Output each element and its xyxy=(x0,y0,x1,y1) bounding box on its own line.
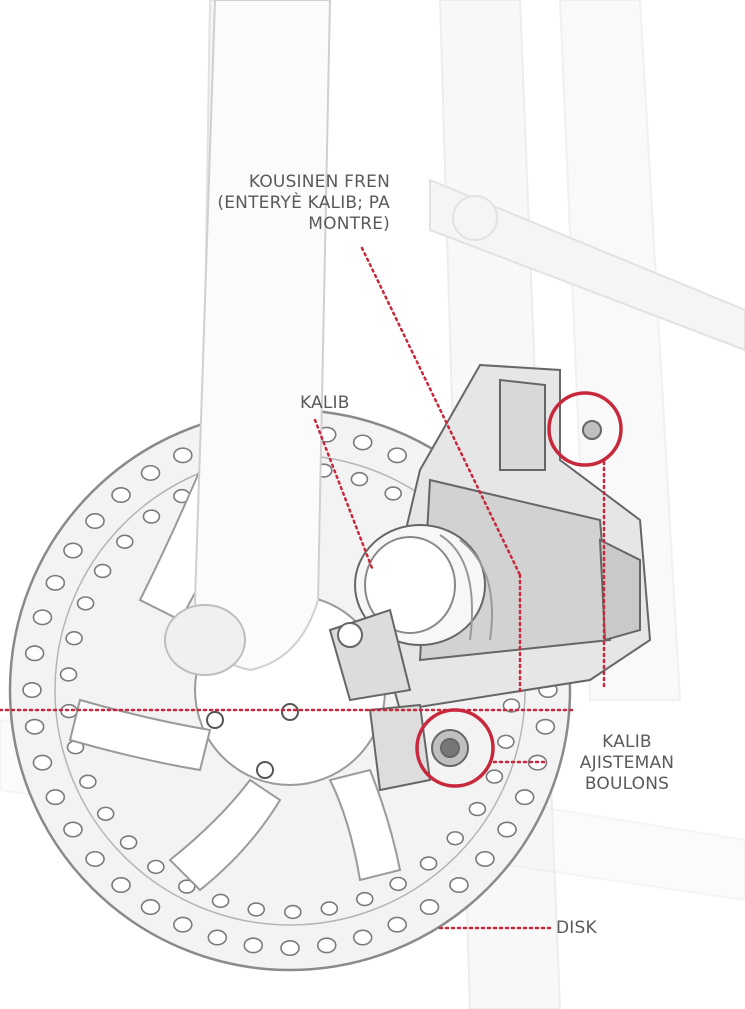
disk-vent-hole xyxy=(352,434,373,451)
disk-vent-hole xyxy=(468,801,487,817)
disk-vent-hole xyxy=(173,916,193,933)
disk-vent-hole xyxy=(63,542,83,559)
disk-vent-hole xyxy=(119,835,138,850)
disk-vent-hole xyxy=(140,464,161,481)
disk-vent-hole xyxy=(24,645,45,662)
fork-leg xyxy=(164,0,332,676)
disk-vent-hole xyxy=(85,850,105,867)
disk-vent-hole xyxy=(419,899,440,916)
label-brake-pads: KOUSINEN FREN (ENTERYÈ KALIB; PA MONTRE) xyxy=(158,172,390,235)
disk-vent-hole xyxy=(320,901,339,916)
disk-vent-hole xyxy=(32,754,53,771)
disk-vent-hole xyxy=(45,789,66,806)
disk-vent-hole xyxy=(111,487,131,504)
disk-vent-hole xyxy=(59,667,78,682)
disk-vent-hole xyxy=(207,929,228,946)
disk-vent-hole xyxy=(535,718,556,735)
disk-vent-hole xyxy=(178,879,196,894)
leader-lines xyxy=(0,246,606,930)
disk-vent-hole xyxy=(419,856,438,871)
hub-bolts xyxy=(206,703,299,779)
pads-leader xyxy=(360,246,522,577)
disk-vent-hole xyxy=(384,486,402,501)
label-caliper: KALIB xyxy=(300,393,350,413)
label-brake-pads-line-3: MONTRE) xyxy=(308,214,390,234)
disk-vent-hole xyxy=(352,929,373,946)
disk-vent-hole xyxy=(280,939,300,956)
disk-vent-hole xyxy=(247,902,266,917)
disk-vent-hole xyxy=(284,904,302,920)
caliper-body xyxy=(328,363,652,792)
disk-vent-hole xyxy=(502,698,521,713)
disk-vent-hole xyxy=(173,447,193,464)
disk-vent-hole xyxy=(45,574,66,591)
disk-vent-hole xyxy=(446,831,465,846)
disk-vent-hole xyxy=(140,899,161,916)
disk-vent-hole xyxy=(93,563,112,579)
label-adjustment-bolts-line-2: AJISTEMAN xyxy=(579,753,675,773)
disk-vent-hole xyxy=(485,769,504,784)
disk-vent-hole xyxy=(387,447,407,464)
label-adjustment-bolts-line-3: BOULONS xyxy=(584,774,670,794)
disk-vent-hole xyxy=(63,821,83,838)
disk-vent-hole xyxy=(497,821,517,838)
label-adjustment-bolts-line-1: KALIB xyxy=(602,732,652,752)
disk-vent-hole xyxy=(96,806,115,821)
disk-vent-hole xyxy=(65,631,83,646)
disk-vent-hole xyxy=(22,681,42,698)
label-brake-pads-line-1: KOUSINEN FREN xyxy=(248,172,390,192)
disk-vent-hole xyxy=(211,893,230,909)
disk-vent-hole xyxy=(147,859,165,875)
disk-vent-hole xyxy=(475,850,495,867)
disk-vent-hole xyxy=(115,534,134,549)
disk-vent-hole xyxy=(514,789,535,806)
disk-vent-hole xyxy=(85,513,105,530)
disk-vent-hole xyxy=(32,609,53,626)
disk-vent-hole xyxy=(24,718,45,735)
caliper-leader xyxy=(313,418,374,570)
upper-bolt-highlight xyxy=(547,391,623,467)
disk-vent-hole xyxy=(142,509,161,524)
disk-vent-hole xyxy=(111,876,131,893)
label-disk: DISK xyxy=(556,918,597,938)
disk-vent-hole xyxy=(387,916,407,933)
disk-vent-hole xyxy=(76,596,95,611)
label-adjustment-bolts: KALIB AJISTEMAN BOULONS xyxy=(562,732,692,795)
disk-vent-hole xyxy=(497,734,515,749)
disk-vent-hole xyxy=(389,876,407,892)
disk-vent-hole xyxy=(243,937,264,954)
label-brake-pads-line-2: (ENTERYÈ KALIB; PA xyxy=(217,193,390,213)
disk-vent-hole xyxy=(60,703,78,719)
disk-vent-hole xyxy=(350,471,369,487)
disk-vent-hole xyxy=(355,891,374,907)
disk-vent-hole xyxy=(449,876,469,893)
disk-vent-hole xyxy=(316,937,337,954)
disk-vent-hole xyxy=(79,774,97,789)
